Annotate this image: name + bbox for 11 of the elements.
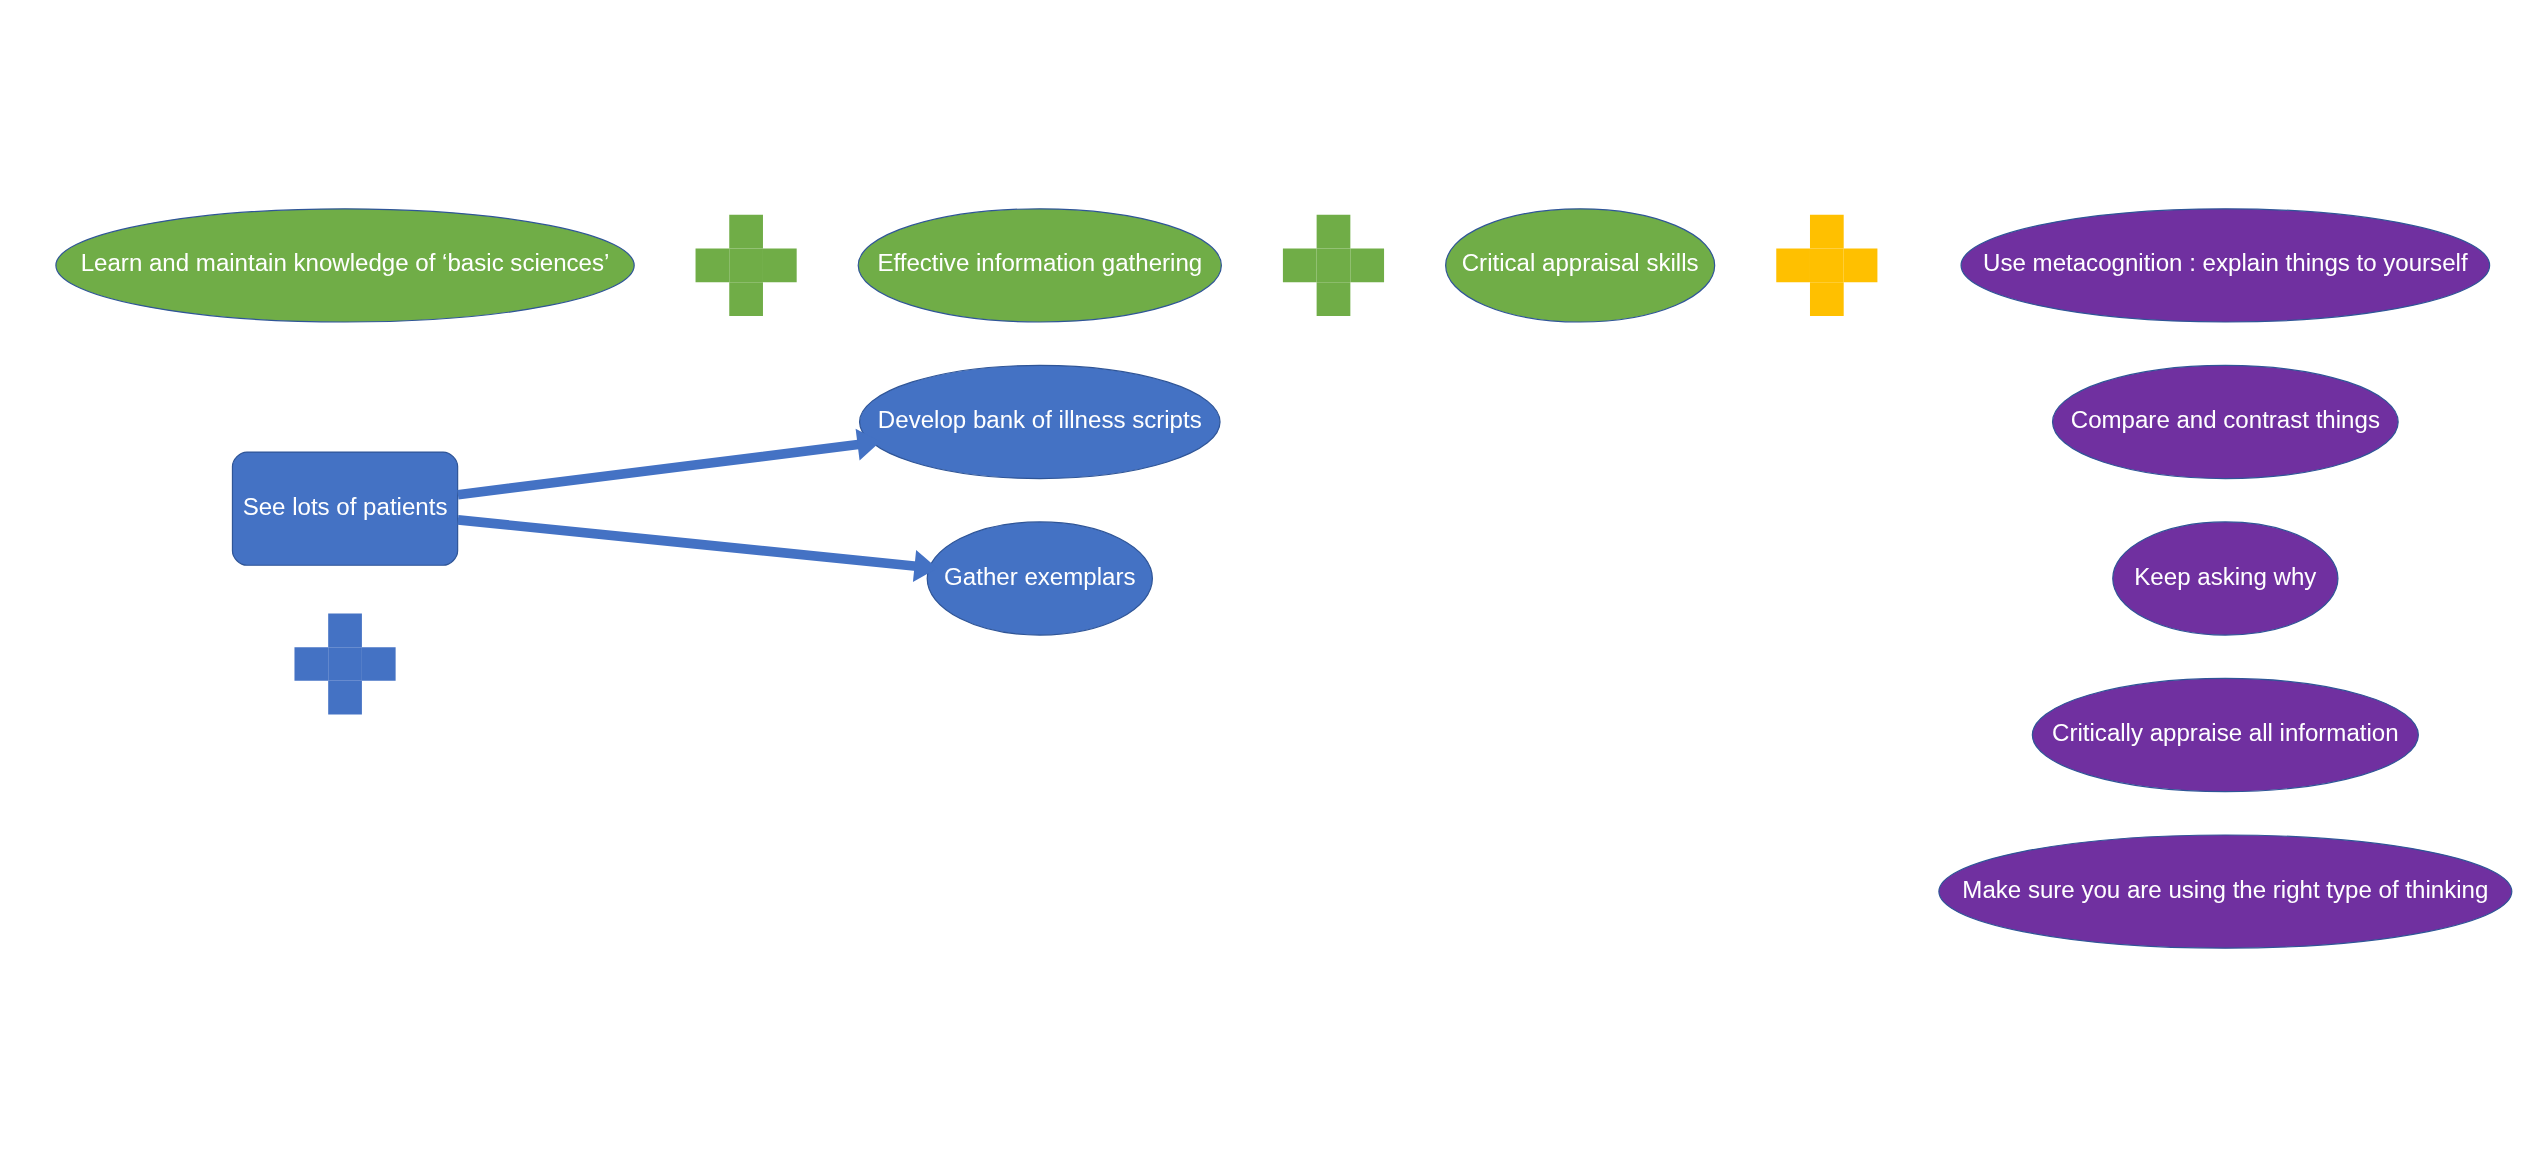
node-ellipse: Effective information gathering <box>857 208 1222 323</box>
node-box: See lots of patients <box>231 451 459 566</box>
node-ellipse: Make sure you are using the right type of thinking <box>1938 834 2513 949</box>
node-ellipse: Gather exemplars <box>926 521 1153 636</box>
node-ellipse: Learn and maintain knowledge of ‘basic sciences’ <box>55 208 635 323</box>
node-ellipse: Use metacognition : explain things to yourself <box>1960 208 2491 323</box>
node-ellipse: Keep asking why <box>2112 521 2339 636</box>
node-ellipse: Develop bank of illness scripts <box>858 364 1221 480</box>
node-ellipse: Compare and contrast things <box>2051 364 2399 480</box>
node-ellipse: Critical appraisal skills <box>1445 208 1716 323</box>
node-ellipse: Critically appraise all information <box>2031 677 2419 793</box>
